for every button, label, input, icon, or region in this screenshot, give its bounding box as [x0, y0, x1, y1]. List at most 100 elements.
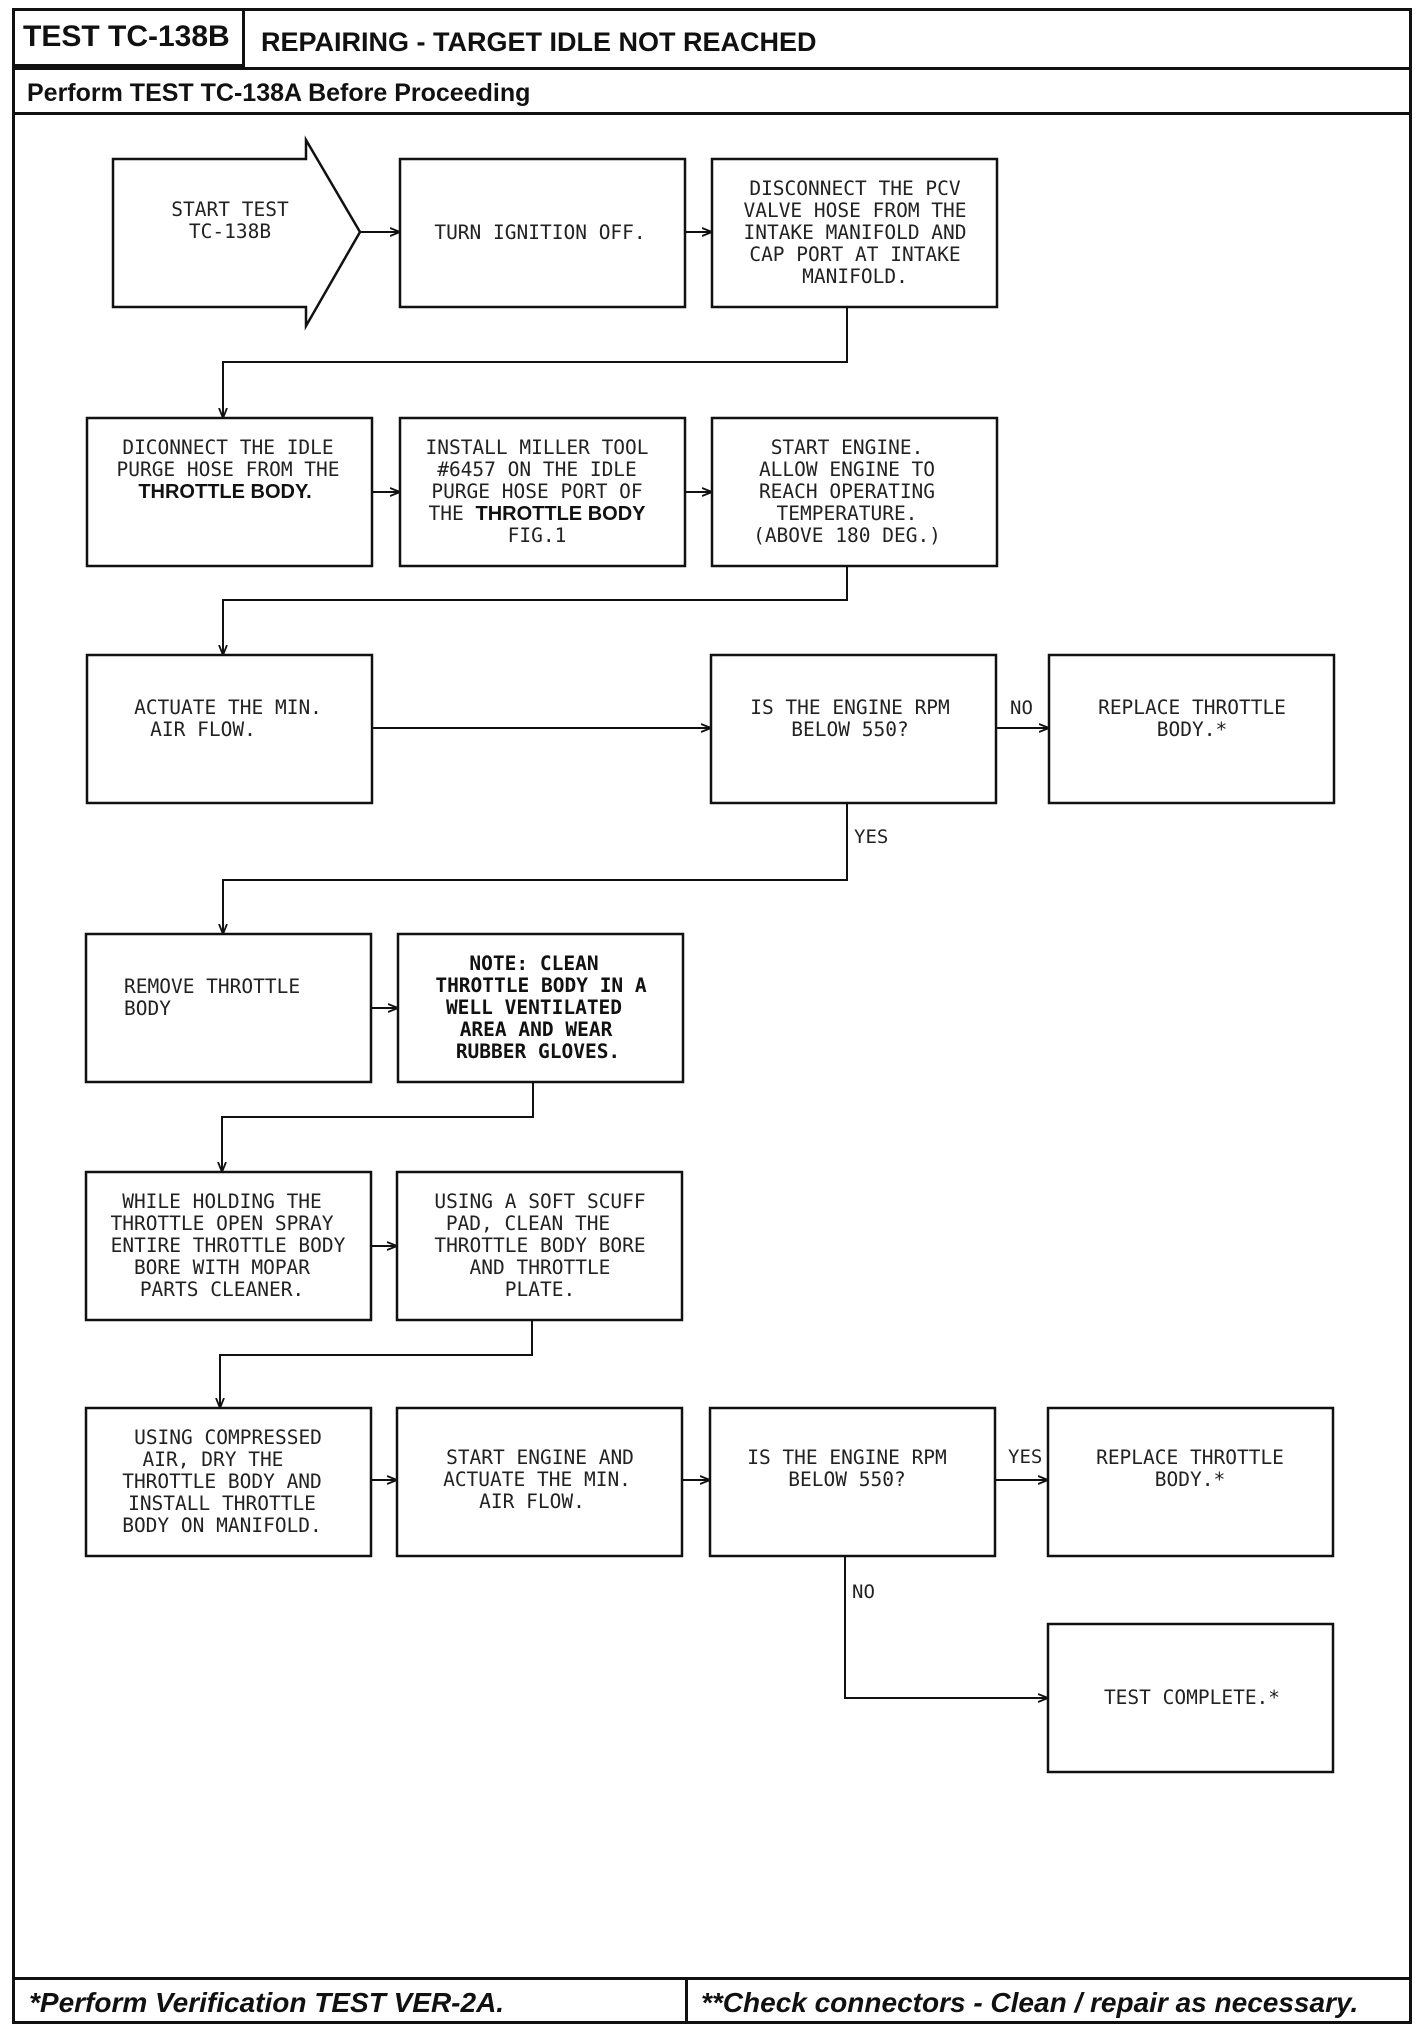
dry-box — [84, 1406, 373, 1558]
install-tool-box — [398, 416, 687, 568]
install-tool-line: INSTALL MILLER TOOL — [425, 436, 648, 459]
note-clean-box — [396, 932, 685, 1084]
replace-2-line: REPLACE THROTTLE — [1096, 1446, 1284, 1469]
spray-line: BORE WITH MOPAR — [134, 1256, 310, 1279]
footer-column-divider — [685, 1977, 688, 2024]
remove-body-line: REMOVE THROTTLE — [124, 975, 300, 998]
actuate-line: ACTUATE THE MIN. — [134, 696, 322, 719]
decision-2-no-label: NO — [852, 1581, 875, 1603]
start-engine-line: START ENGINE. — [771, 436, 924, 459]
footer-divider — [15, 1977, 1409, 1980]
spray-line: WHILE HOLDING THE — [122, 1190, 322, 1213]
dry-line: USING COMPRESSED — [134, 1426, 322, 1449]
start-engine-line: REACH OPERATING — [759, 480, 935, 503]
install-tool-prefix: THE — [429, 502, 476, 525]
arrow-decision-2-no — [844, 1556, 1047, 1698]
restart-line: START ENGINE AND — [446, 1446, 634, 1469]
spray-box — [84, 1170, 373, 1322]
replace-2-text: REPLACE THROTTLE BODY.* — [1096, 1446, 1284, 1491]
decision-2-text: IS THE ENGINE RPM BELOW 550? — [747, 1446, 947, 1491]
arrow-engine-to-actuate — [223, 566, 848, 654]
disconnect-pcv-box — [710, 157, 999, 309]
disconnect-pcv-line: INTAKE MANIFOLD AND — [743, 221, 966, 244]
dry-line: AIR, DRY THE — [143, 1448, 284, 1471]
start-engine-line: TEMPERATURE. — [777, 502, 918, 525]
start-step: START TEST TC-138B — [171, 198, 289, 243]
dry-line: BODY ON MANIFOLD. — [122, 1514, 322, 1537]
turn-off-label: TURN IGNITION OFF. — [434, 221, 645, 244]
dry-text: USING COMPRESSED AIR, DRY THE THROTTLE B… — [122, 1426, 322, 1537]
note-clean-line: RUBBER GLOVES. — [456, 1040, 620, 1063]
actuate-box — [85, 653, 374, 805]
decision-1-yes-label: YES — [854, 826, 888, 848]
disconnect-purge-text: DICONNECT THE IDLE PURGE HOSE FROM THE T… — [116, 436, 339, 503]
remove-body-box — [84, 932, 373, 1084]
dry-line: THROTTLE BODY AND — [122, 1470, 322, 1493]
disconnect-purge-line: THROTTLE BODY. — [138, 481, 311, 503]
disconnect-pcv-line: MANIFOLD. — [802, 265, 908, 288]
note-clean-line: THROTTLE BODY IN A — [435, 974, 647, 997]
remove-body-line: BODY — [124, 997, 171, 1020]
arrow-pcv-to-purge — [223, 307, 848, 417]
disconnect-pcv-line: DISCONNECT THE PCV — [749, 177, 961, 200]
note-clean-line: WELL VENTILATED — [446, 996, 622, 1019]
replace-2-line: BODY.* — [1155, 1468, 1225, 1491]
restart-text: START ENGINE AND ACTUATE THE MIN. AIR FL… — [443, 1446, 634, 1513]
note-clean-line: NOTE: CLEAN — [469, 952, 598, 975]
decision-2-line: IS THE ENGINE RPM — [747, 1446, 947, 1469]
replace-1-text: REPLACE THROTTLE BODY.* — [1098, 696, 1286, 741]
footer-verification-note: *Perform Verification TEST VER-2A. — [29, 1987, 505, 2018]
scuff-line: PLATE. — [505, 1278, 575, 1301]
complete-label: TEST COMPLETE.* — [1104, 1686, 1280, 1709]
install-tool-bold: THROTTLE BODY — [475, 503, 646, 525]
prerequisite-divider — [15, 112, 1409, 115]
page-title: REPAIRING - TARGET IDLE NOT REACHED — [261, 27, 817, 57]
decision-2-box — [708, 1406, 997, 1558]
start-engine-line: ALLOW ENGINE TO — [759, 458, 935, 481]
install-tool-line: PURGE HOSE PORT OF — [431, 480, 642, 503]
header-divider — [15, 67, 1409, 70]
connectors — [220, 232, 1048, 1698]
decision-1-box — [709, 653, 998, 805]
spray-line: PARTS CLEANER. — [140, 1278, 304, 1301]
restart-line: ACTUATE THE MIN. — [443, 1468, 631, 1491]
decision-1-no-label: NO — [1010, 697, 1033, 719]
scuff-text: USING A SOFT SCUFF PAD, CLEAN THE THROTT… — [434, 1190, 645, 1301]
replace-1-line: REPLACE THROTTLE — [1098, 696, 1286, 719]
install-tool-line: THE THROTTLE BODY — [429, 502, 647, 525]
arrow-note-to-spray — [222, 1082, 534, 1171]
actuate-line: AIR FLOW. — [150, 718, 256, 741]
restart-line: AIR FLOW. — [479, 1490, 585, 1513]
replace-1-box — [1047, 653, 1336, 805]
disconnect-pcv-text: DISCONNECT THE PCV VALVE HOSE FROM THE I… — [743, 177, 966, 288]
footer-connector-note: **Check connectors - Clean / repair as n… — [701, 1987, 1359, 2018]
start-engine-box — [710, 416, 999, 568]
complete-box — [1046, 1622, 1335, 1774]
replace-1-line: BODY.* — [1157, 718, 1227, 741]
prerequisite-note: Perform TEST TC-138A Before Proceeding — [27, 79, 531, 107]
turn-off-box — [398, 157, 687, 309]
note-clean-text: NOTE: CLEAN THROTTLE BODY IN A WELL VENT… — [435, 952, 647, 1063]
disconnect-pcv-line: VALVE HOSE FROM THE — [743, 199, 966, 222]
decision-2-line: BELOW 550? — [788, 1468, 905, 1491]
decision-1-line: IS THE ENGINE RPM — [750, 696, 950, 719]
install-tool-line: FIG.1 — [508, 524, 567, 547]
disconnect-purge-line: PURGE HOSE FROM THE — [116, 458, 339, 481]
start-arrow-shape — [111, 135, 362, 331]
spray-text: WHILE HOLDING THE THROTTLE OPEN SPRAY EN… — [110, 1190, 345, 1301]
dry-line: INSTALL THROTTLE — [128, 1492, 316, 1515]
actuate-text: ACTUATE THE MIN. AIR FLOW. — [134, 696, 322, 741]
page-frame: TEST TC-138B REPAIRING - TARGET IDLE NOT… — [12, 8, 1412, 2024]
arrow-decision-1-yes — [223, 803, 848, 933]
start-engine-line: (ABOVE 180 DEG.) — [753, 524, 941, 547]
scuff-line: PAD, CLEAN THE — [446, 1212, 610, 1235]
start-engine-text: START ENGINE. ALLOW ENGINE TO REACH OPER… — [753, 436, 941, 547]
remove-body-text: REMOVE THROTTLE BODY — [124, 975, 300, 1020]
scuff-line: USING A SOFT SCUFF — [434, 1190, 645, 1213]
note-clean-line: AREA AND WEAR — [460, 1018, 613, 1041]
spray-line: ENTIRE THROTTLE BODY — [111, 1234, 346, 1257]
replace-2-box — [1046, 1406, 1335, 1558]
decision-1-line: BELOW 550? — [791, 718, 908, 741]
scuff-line: THROTTLE BODY BORE — [434, 1234, 645, 1257]
arrow-scuff-to-dry — [220, 1320, 533, 1407]
